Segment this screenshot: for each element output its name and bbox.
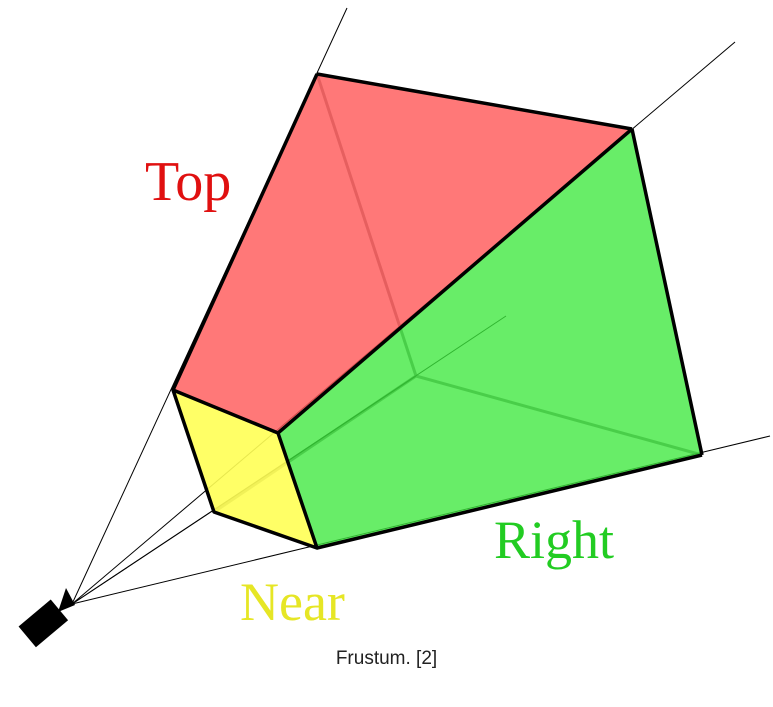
edge-right-far — [630, 128, 704, 456]
edge-top-left — [171, 73, 319, 391]
camera-icon — [18, 588, 75, 648]
near-plane-outline — [171, 388, 319, 550]
right-face — [278, 129, 702, 548]
edge-top-far — [316, 72, 633, 131]
edge-bottom — [316, 453, 703, 550]
near-label: Near — [240, 572, 345, 632]
edge-diagonal — [276, 127, 634, 435]
top-label: Top — [145, 151, 231, 213]
right-label: Right — [494, 510, 614, 570]
near-face — [173, 390, 317, 548]
figure-caption: Frustum. [2] — [335, 648, 438, 669]
top-face — [173, 74, 632, 433]
visible-edges — [171, 72, 704, 550]
